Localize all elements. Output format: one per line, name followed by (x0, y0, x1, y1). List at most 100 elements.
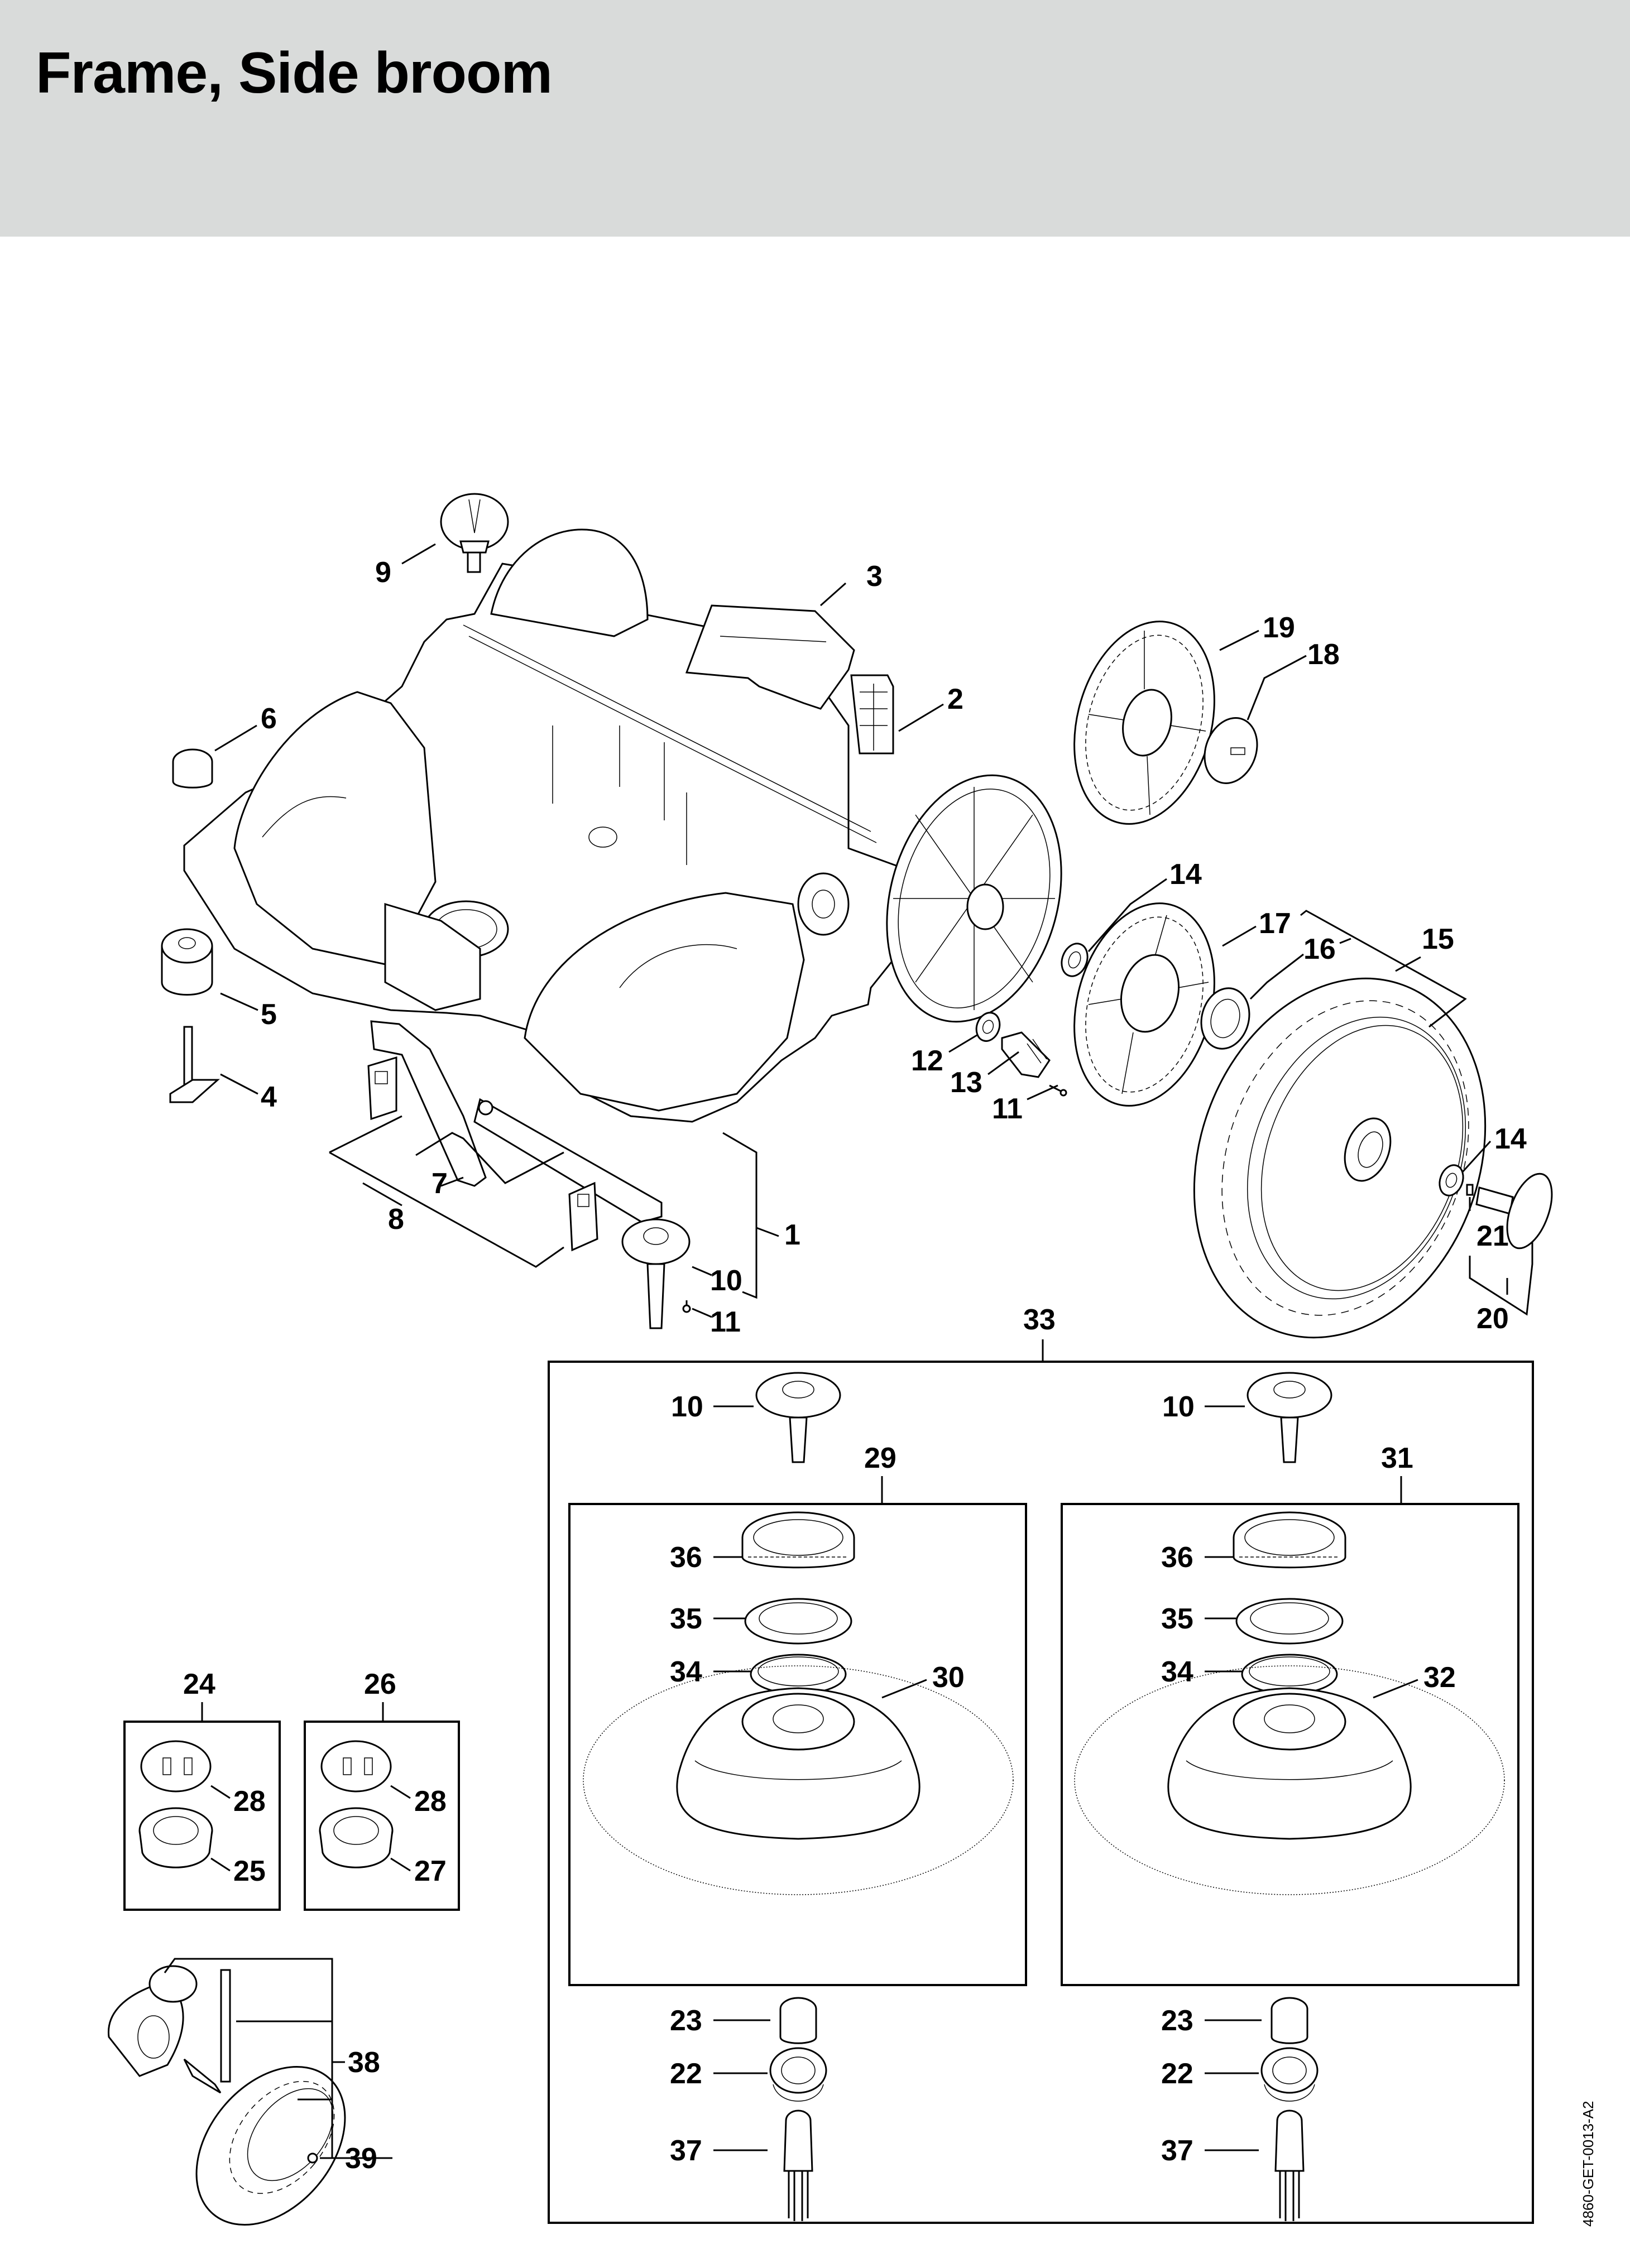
main-callout-labels: 9 3 2 6 19 18 14 17 16 15 5 4 12 13 11 1… (261, 556, 1527, 1338)
callout-27: 27 (414, 1855, 447, 1887)
callout-22-left: 22 (670, 2058, 702, 2090)
upper-gear-part[interactable] (1053, 606, 1236, 840)
bushing-right[interactable] (1260, 2047, 1319, 2102)
callout-3: 3 (866, 560, 883, 593)
callout-15: 15 (1422, 923, 1454, 955)
bearing-part[interactable] (972, 1010, 1003, 1045)
callout-34-left: 34 (670, 1656, 702, 1688)
callout-10-right: 10 (1162, 1391, 1195, 1423)
page-title: Frame, Side broom (36, 41, 553, 105)
callout-35-left: 35 (670, 1603, 702, 1635)
callout-14-lower: 14 (1494, 1123, 1527, 1155)
shaft-right[interactable] (1274, 2110, 1305, 2221)
caster-housing-part[interactable] (107, 1965, 198, 2077)
lower-gear-part[interactable] (1053, 887, 1236, 1122)
retainer-right[interactable] (1235, 1598, 1344, 1645)
caster-clip-part[interactable] (307, 2152, 318, 2164)
callout-23-left: 23 (670, 2005, 702, 2037)
pin-part[interactable] (1466, 1184, 1474, 1196)
insert-kit-26: 26 28 27 (304, 1668, 460, 1911)
insert-bottom-part-26[interactable] (319, 1807, 394, 1868)
callout-13: 13 (950, 1066, 982, 1099)
callout-7: 7 (432, 1167, 448, 1200)
retainer-left[interactable] (744, 1598, 852, 1645)
insert-top-part-24[interactable] (140, 1740, 212, 1793)
knob-part[interactable] (440, 493, 509, 573)
leader-lines-main (214, 543, 1533, 1318)
callout-2: 2 (947, 683, 963, 715)
clip-left-part[interactable] (367, 1056, 397, 1121)
frame-part[interactable] (183, 528, 911, 1123)
hex-insert-part[interactable] (1195, 983, 1256, 1054)
axle-pin-part[interactable] (169, 1026, 220, 1103)
cap-part[interactable] (172, 748, 213, 789)
frame-drive-disc (886, 774, 1062, 1023)
roller-part[interactable] (161, 928, 213, 996)
washer-upper-part[interactable] (1057, 940, 1092, 979)
shaft-left[interactable] (783, 2110, 813, 2221)
callout-37-left: 37 (670, 2135, 702, 2167)
callout-36-right: 36 (1161, 1541, 1193, 1574)
hubcap-part[interactable] (1475, 1168, 1561, 1255)
insert-top-part-26[interactable] (320, 1740, 392, 1793)
caster-kit: 38 39 (107, 1958, 392, 2254)
callout-38: 38 (348, 2046, 380, 2079)
callout-28-a: 28 (233, 1785, 266, 1818)
callout-24: 24 (183, 1668, 215, 1700)
brush-left[interactable] (583, 1665, 1014, 1895)
drawing-reference-code: 4860-GET-0013-A2 (1580, 2101, 1597, 2227)
hub-part[interactable] (621, 1218, 691, 1329)
washer-lower-part[interactable] (1436, 1162, 1468, 1199)
callout-19: 19 (1263, 612, 1295, 644)
callout-10: 10 (710, 1265, 742, 1297)
callout-32: 32 (1423, 1661, 1456, 1694)
callout-6: 6 (261, 703, 277, 735)
callout-12: 12 (911, 1045, 943, 1077)
caster-rod-part[interactable] (183, 1969, 231, 2094)
broom-hub-left[interactable] (755, 1372, 841, 1463)
callout-18: 18 (1307, 638, 1340, 671)
clip-right-part[interactable] (568, 1181, 598, 1252)
broom-hub-right[interactable] (1247, 1372, 1332, 1463)
pinion-screw-part[interactable] (1049, 1084, 1067, 1097)
ring-gear-right[interactable] (1233, 1511, 1346, 1569)
callout-23-right: 23 (1161, 2005, 1193, 2037)
nut-left[interactable] (779, 1997, 817, 2044)
retaining-ring-part[interactable] (1196, 710, 1266, 791)
broom-assembly-box-left (568, 1503, 1027, 1986)
callout-36-left: 36 (670, 1541, 702, 1574)
callout-9: 9 (375, 556, 391, 589)
pinion-part[interactable] (1001, 1031, 1051, 1078)
lever-part[interactable] (370, 1020, 663, 1223)
side-broom-kit-frame: 33 (548, 1304, 1534, 2224)
insert-bottom-part-24[interactable] (138, 1807, 213, 1868)
callout-35-right: 35 (1161, 1603, 1193, 1635)
callout-30: 30 (932, 1661, 965, 1694)
side-broom-left: 10 29 36 35 34 (568, 1372, 1027, 2221)
brush-right[interactable] (1074, 1665, 1505, 1895)
callout-20: 20 (1476, 1303, 1509, 1335)
callout-1: 1 (784, 1219, 800, 1251)
callout-28-b: 28 (414, 1785, 447, 1818)
callout-21: 21 (1476, 1220, 1509, 1252)
callout-16: 16 (1303, 933, 1336, 965)
bushing-left[interactable] (769, 2047, 827, 2102)
filter-part[interactable] (850, 674, 894, 755)
callout-5: 5 (261, 998, 277, 1031)
callout-8: 8 (388, 1203, 404, 1236)
callout-4: 4 (261, 1081, 277, 1113)
screw-part[interactable] (682, 1300, 691, 1313)
ring-gear-left[interactable] (741, 1511, 855, 1569)
callout-37-right: 37 (1161, 2135, 1193, 2167)
nut-right[interactable] (1271, 1997, 1308, 2044)
header-band: Frame, Side broom (0, 0, 1630, 237)
callout-26: 26 (364, 1668, 396, 1700)
callout-14-upper: 14 (1169, 858, 1202, 891)
callout-17: 17 (1259, 907, 1291, 940)
callout-25: 25 (233, 1855, 266, 1887)
cover-part[interactable] (685, 604, 855, 710)
clip-ring-left[interactable] (750, 1654, 847, 1695)
caster-wheel-part[interactable] (166, 2038, 375, 2254)
broom-assembly-box-right (1061, 1503, 1519, 1986)
callout-22-right: 22 (1161, 2058, 1193, 2090)
